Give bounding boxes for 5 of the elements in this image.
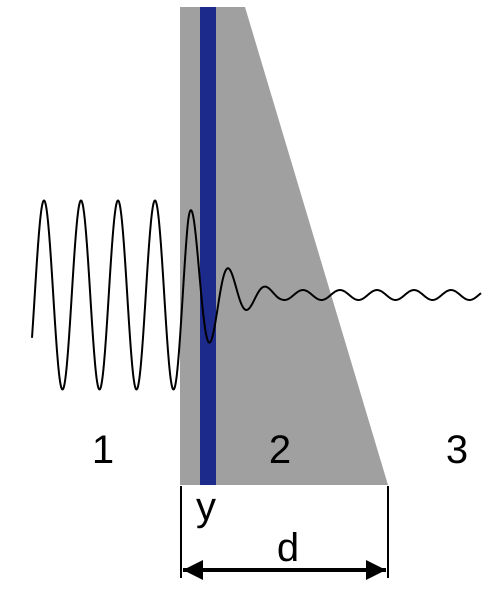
dimension-label: y	[196, 487, 216, 527]
region-number: 2	[268, 430, 292, 470]
region-number: 1	[92, 430, 114, 470]
region-number: 3	[446, 430, 468, 470]
dimension-label: d	[276, 528, 300, 568]
